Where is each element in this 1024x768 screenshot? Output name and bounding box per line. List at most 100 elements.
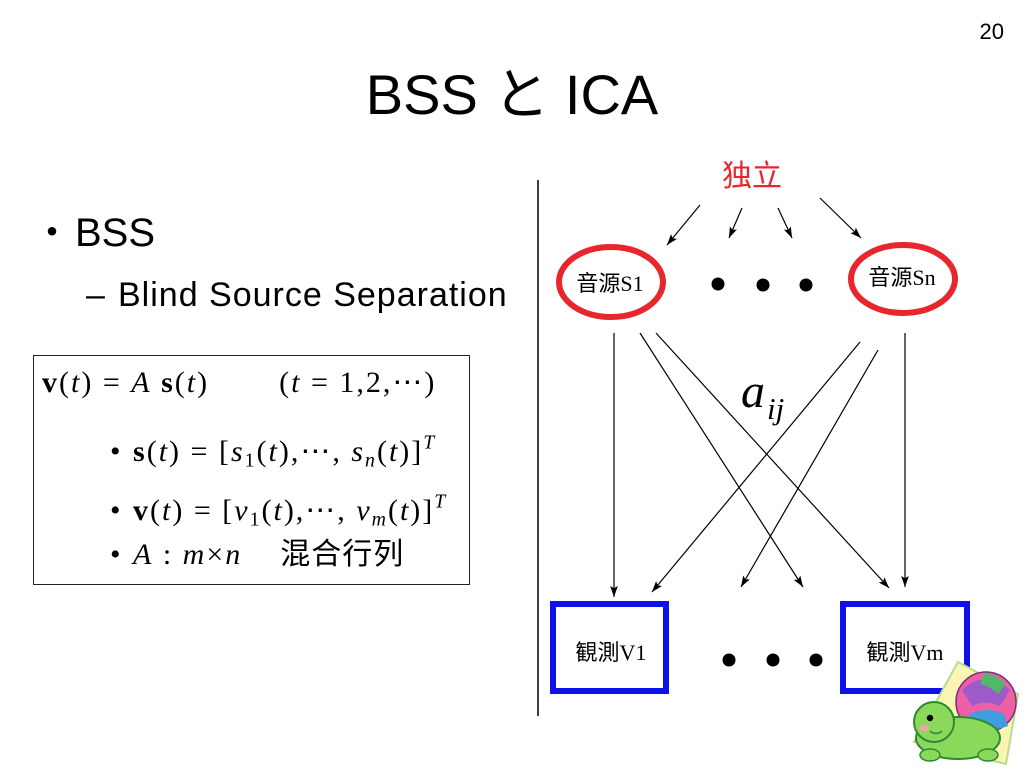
- formula-token: t: [162, 494, 173, 528]
- formula-token: A: [131, 366, 152, 399]
- formula-token: t: [158, 435, 170, 469]
- formula-token: ×: [206, 538, 226, 571]
- formula-token: T: [434, 491, 448, 513]
- formula-box: v(t) = A s(t)(t = 1,2,⋯) •s(t) = [s1(t),…: [33, 355, 470, 585]
- formula-token: t: [399, 494, 411, 528]
- formula-token: (: [59, 366, 71, 399]
- sub-bullet-marker: –: [86, 276, 105, 314]
- mascot-foot: [977, 748, 999, 762]
- formula-token: m: [182, 538, 207, 571]
- formula-token: m: [371, 508, 388, 531]
- independence-arrow: [728, 207, 743, 239]
- formula-token: ) = [: [172, 494, 235, 528]
- formula-token: t: [186, 366, 198, 399]
- source-ellipse-sn: [848, 242, 958, 316]
- source-label-s1: 音源S1: [576, 271, 643, 296]
- formula-main: v(t) = A s(t): [42, 366, 209, 399]
- ellipsis-dot: [809, 653, 823, 667]
- formula-token: ) =: [81, 366, 132, 399]
- source-label-sn: 音源Sn: [868, 265, 935, 290]
- formula-bullet: •: [110, 494, 121, 528]
- mascot-mouth: [929, 730, 943, 735]
- formula-token: s: [151, 366, 175, 399]
- mixing-arrow-s1-vm: [655, 332, 890, 589]
- formula-token: = 1,2,⋯): [301, 366, 437, 399]
- formula-token: ),⋯,: [278, 435, 352, 469]
- formula-line-2: •s(t) = [s1(t),⋯, sn(t)]T: [110, 425, 436, 479]
- observation-box-vm: [840, 601, 970, 694]
- bullet-marker: ・: [32, 211, 72, 255]
- formula-token: v: [133, 494, 150, 528]
- ellipsis-dot: [799, 278, 813, 292]
- formula-token: (: [146, 435, 159, 469]
- mixing-coefficient-subscript: ij: [767, 391, 784, 426]
- formula-line-1: v(t) = A s(t)(t = 1,2,⋯): [42, 365, 436, 401]
- observation-box-v1: [550, 601, 669, 694]
- formula-main: s(t) = [s1(t),⋯, sn(t)]T: [133, 432, 437, 472]
- formula-token: (: [150, 494, 162, 528]
- mascot-head: [913, 701, 955, 743]
- formula-token: (: [387, 494, 400, 528]
- ellipsis-dot: [711, 277, 725, 291]
- page-number: 20: [979, 19, 1004, 44]
- mixing-arrow-s1-middle: [639, 332, 804, 588]
- formula-token: s: [133, 435, 147, 469]
- formula-main: v(t) = [v1(t),⋯, vm(t)]T: [133, 491, 448, 531]
- formula-token: ),⋯,: [283, 494, 357, 528]
- independence-label: 独立: [722, 160, 782, 193]
- independence-arrow: [666, 204, 701, 246]
- bullet-item-bss: ・BSS: [32, 210, 155, 256]
- formula-note: (t = 1,2,⋯): [279, 366, 436, 399]
- formula-token: )]: [399, 435, 424, 469]
- formula-token: t: [268, 435, 279, 469]
- source-ellipse-s1: [556, 244, 666, 320]
- formula-token: (: [376, 435, 389, 469]
- formula-token: 1: [249, 508, 262, 531]
- independence-arrow: [777, 207, 793, 239]
- formula-token: ) = [: [169, 435, 231, 469]
- observation-label-v1: 観測V1: [576, 640, 647, 665]
- formula-line-3: •v(t) = [v1(t),⋯, vm(t)]T: [110, 484, 447, 538]
- formula-token: t: [273, 494, 284, 528]
- formula-token: 混合行列: [280, 538, 405, 571]
- formula-main: A : m×n: [133, 538, 242, 571]
- formula-token: n: [365, 449, 377, 472]
- mascot-cheek: [919, 725, 929, 731]
- formula-token: v: [42, 366, 59, 399]
- formula-token: t: [388, 435, 400, 469]
- mascot-foot: [919, 748, 941, 762]
- formula-token: n: [225, 538, 243, 571]
- ellipsis-dot: [756, 278, 770, 292]
- formula-line-4: • A : m×n 混合行列: [110, 537, 404, 573]
- formula-token: s: [351, 435, 366, 469]
- formula-token: t: [291, 366, 302, 399]
- formula-token: :: [153, 538, 183, 571]
- formula-bullet: •: [110, 538, 121, 571]
- formula-token: T: [423, 432, 437, 454]
- mixing-arrow-sn-v1: [651, 341, 861, 593]
- ellipsis-dot: [722, 653, 736, 667]
- formula-token: s: [230, 435, 245, 469]
- formula-token: (: [174, 366, 187, 399]
- formula-token: v: [356, 494, 372, 528]
- formula-token: ): [197, 366, 210, 399]
- mixing-coefficient-symbol: a: [741, 365, 765, 418]
- observation-label-vm: 観測Vm: [866, 640, 943, 665]
- formula-note: 混合行列: [280, 538, 404, 571]
- formula-token: )]: [410, 494, 435, 528]
- sub-bullet-item: –Blind Source Separation: [86, 275, 508, 315]
- formula-token: (: [279, 366, 292, 399]
- mixing-arrow-sn-middle: [740, 349, 879, 588]
- formula-token: A: [133, 538, 154, 571]
- bullet-text: BSS: [75, 211, 156, 255]
- formula-token: t: [71, 366, 82, 399]
- independence-arrow: [819, 197, 862, 239]
- slide-title: BSS と ICA: [365, 63, 659, 126]
- ellipsis-dot: [766, 653, 780, 667]
- mascot-eye: [926, 714, 934, 722]
- formula-token: 1: [244, 449, 257, 472]
- formula-token: (: [261, 494, 274, 528]
- mascot-shell-stripe: [980, 673, 1006, 694]
